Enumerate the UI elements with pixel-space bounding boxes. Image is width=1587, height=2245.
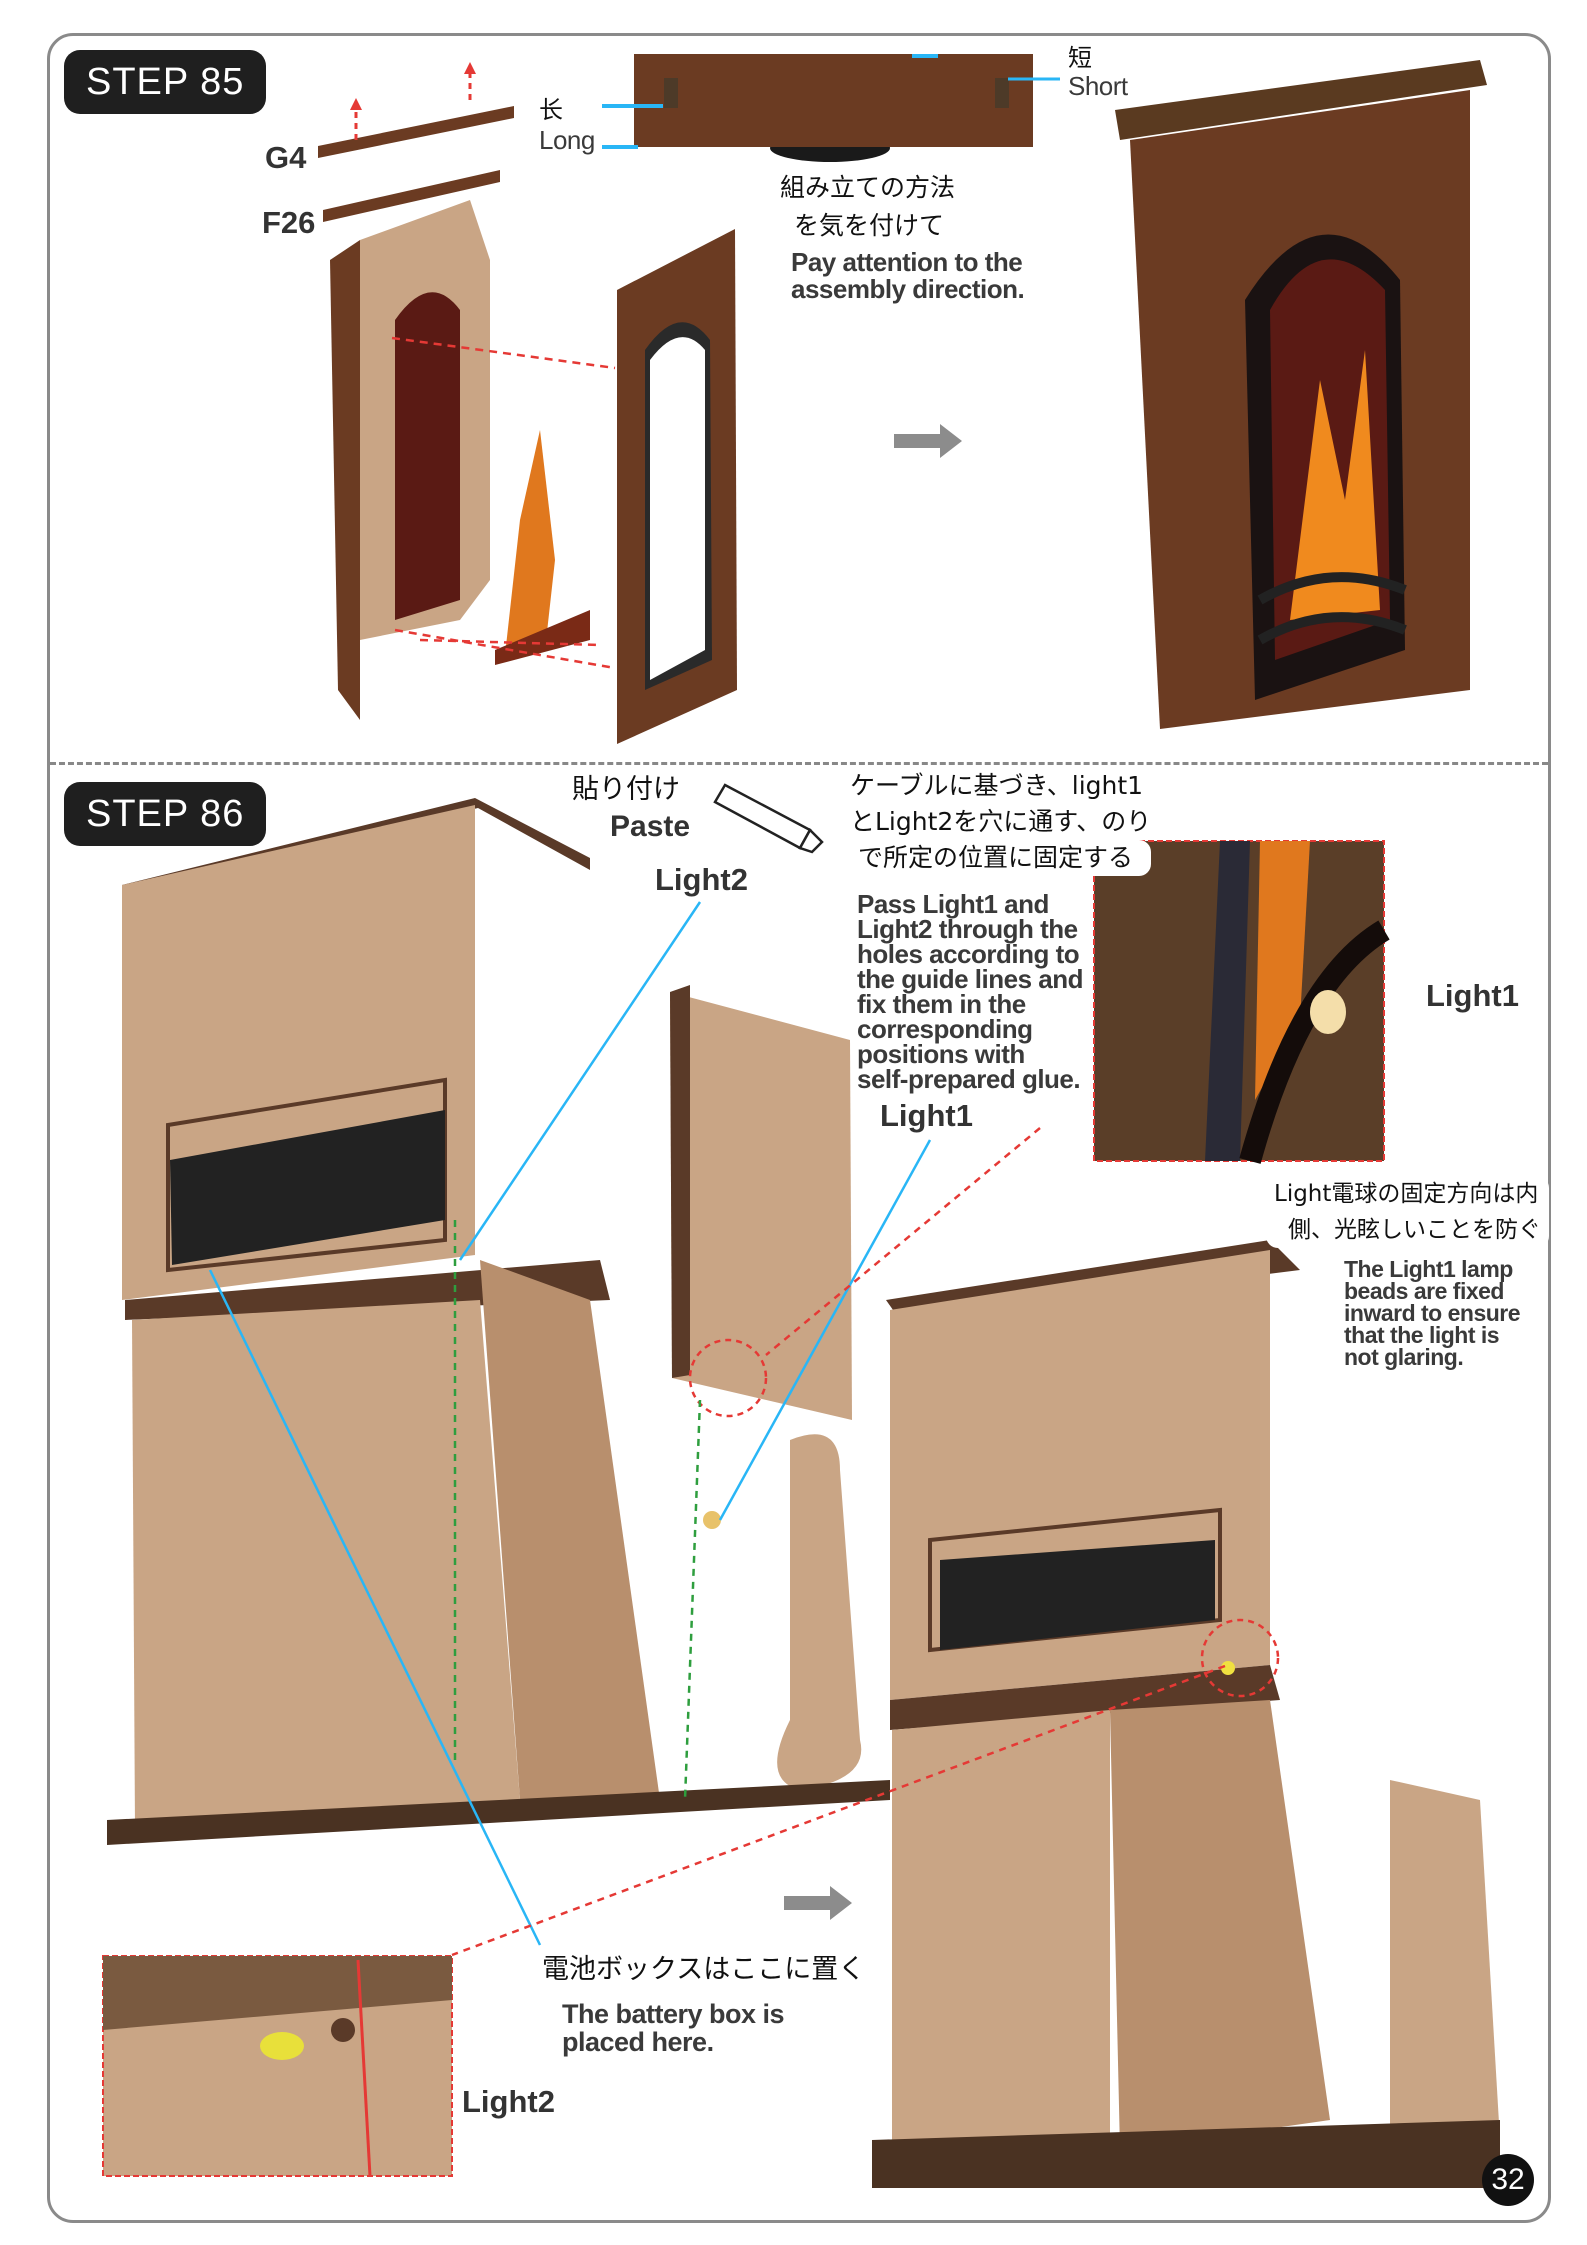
instruction-en-line: corresponding (857, 1014, 1033, 1044)
instruction-en-line: self-prepared glue. (857, 1064, 1081, 1094)
long-label-jp: 长 (539, 96, 563, 124)
guide-lines (208, 901, 1226, 1957)
battery-note-en-line2: placed here. (562, 2027, 714, 2057)
page-number: 32 (1482, 2154, 1534, 2206)
step-85-badge: STEP 85 (64, 50, 267, 114)
note-jp-line2: を気を付けて (794, 211, 945, 240)
right-model (872, 1240, 1500, 2188)
instruction-jp-line: で所定の位置に固定する (850, 840, 1152, 876)
battery-note-en-line1: The battery box is (562, 1999, 785, 2029)
step-divider (50, 762, 1548, 765)
instruction-en-line: the guide lines and (857, 964, 1083, 994)
instruction-jp-line: とLight2を穴に通す、のり (850, 807, 1152, 836)
bottom-light2-label: Light2 (462, 2084, 555, 2119)
instruction-jp: ケーブルに基づき、light1 とLight2を穴に通す、のり で所定の位置に固… (850, 768, 1152, 876)
instruction-jp-line: ケーブルに基づき、light1 (850, 771, 1144, 800)
instruction-en: Pass Light1 and Light2 through the holes… (857, 889, 1083, 1094)
instruction-en-line: fix them in the (857, 989, 1026, 1019)
lamp-jp-line: 側、光眩しいことを防ぐ (1288, 1217, 1541, 1243)
lamp-en-line: that the light is (1344, 1322, 1500, 1348)
instruction-en-line: positions with (857, 1039, 1025, 1069)
lamp-jp-line: Light電球の固定方向は内 (1274, 1181, 1539, 1207)
arrow-right-icon-2 (784, 1886, 852, 1920)
page-frame (47, 33, 1551, 2223)
light1-label: Light1 (880, 1098, 973, 1133)
lamp-note-en: The Light1 lamp beads are fixed inward t… (1344, 1256, 1521, 1370)
long-label-en: Long (539, 125, 595, 155)
exploded-fireplace (318, 62, 737, 744)
left-model (107, 798, 890, 1845)
part-label-f26: F26 (262, 205, 316, 240)
lamp-en-line: not glaring. (1344, 1344, 1464, 1370)
inset-light1-label: Light1 (1426, 978, 1519, 1013)
paste-label-jp: 貼り付け (572, 774, 680, 805)
note-en-line1: Pay attention to the (791, 247, 1023, 277)
instruction-en-line: Light2 through the (857, 914, 1078, 944)
paste-glue-icon (713, 783, 824, 854)
battery-note-jp: 電池ボックスはここに置く (534, 1952, 874, 1988)
paste-label-en: Paste (610, 810, 691, 843)
lamp-en-line: The Light1 lamp (1344, 1256, 1513, 1282)
short-label-jp: 短 (1068, 44, 1092, 72)
light2-label: Light2 (655, 862, 748, 897)
assembled-fireplace (1115, 60, 1487, 729)
lamp-en-line: inward to ensure (1344, 1300, 1521, 1326)
lamp-note-jp: Light電球の固定方向は内 側、光眩しいことを防ぐ (1266, 1176, 1549, 1248)
step-86-badge: STEP 86 (64, 782, 267, 846)
arrow-right-icon (894, 424, 962, 458)
lamp-en-line: beads are fixed (1344, 1278, 1504, 1304)
note-jp-line1: 組み立ての方法 (780, 173, 956, 202)
note-en-line2: assembly direction. (791, 274, 1025, 304)
battery-inset-image (102, 1955, 453, 2177)
instruction-en-line: Pass Light1 and (857, 889, 1049, 919)
plank-closeup (602, 54, 1060, 162)
part-label-g4: G4 (265, 140, 307, 175)
instruction-en-line: holes according to (857, 939, 1080, 969)
light1-inset-image (1093, 840, 1390, 1164)
short-label-en: Short (1068, 71, 1128, 101)
